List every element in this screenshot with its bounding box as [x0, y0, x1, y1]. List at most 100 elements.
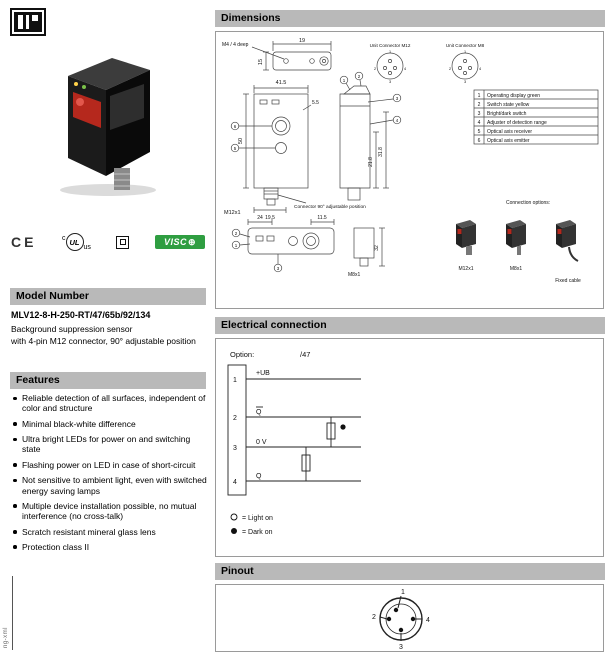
pinout-label-2: 2 [372, 614, 376, 621]
pin-dot-4 [410, 616, 416, 622]
connection-option-icons [456, 220, 579, 262]
legend-num-2: 2 [478, 102, 481, 108]
legend-text-5: Optical axis receiver [487, 129, 532, 135]
m12-pin-2: 2 [374, 67, 376, 71]
ul-circle-icon: UL [65, 233, 84, 251]
option-m12x1-label: M12x1 [458, 266, 473, 272]
ul-c-label: c [62, 235, 66, 242]
circuit-label-q: Q [256, 473, 262, 480]
connector-note: Connector 90° adjustable position [294, 204, 366, 210]
legend-num-3: 3 [478, 111, 481, 117]
dim-41-5: 41.5 [276, 80, 287, 86]
document-side-text: ng-xml [3, 626, 9, 648]
pin-dot-1 [393, 607, 399, 613]
protection-class-ii-icon [116, 235, 130, 249]
dim-19: 19 [299, 38, 305, 44]
feature-item: Protection class II [11, 542, 209, 552]
circuit-label-q-bar: Q [256, 409, 262, 416]
dim-5-5: 5.5 [312, 100, 319, 106]
model-number-header: Model Number [10, 288, 206, 305]
legend-num-6: 6 [478, 138, 481, 144]
electrical-header: Electrical connection [215, 317, 605, 334]
certification-row: CE c UL us VISC ⊕ [11, 230, 205, 254]
circuit-pin-1: 1 [233, 377, 237, 384]
pinout-header: Pinout [215, 563, 605, 580]
feature-item: Flashing power on LED in case of short-c… [11, 460, 209, 470]
legend-text-6: Optical axis emitter [487, 138, 530, 144]
legend-text-2: Switch state yellow [487, 102, 530, 108]
led-yellow [74, 82, 78, 86]
pinout-label-4: 4 [426, 617, 430, 624]
m12-pin-3: 3 [389, 80, 391, 84]
connector-thread [114, 168, 130, 190]
legend-text-4: Adjuster of detection range [487, 120, 547, 126]
feature-item: Ultra bright LEDs for power on and switc… [11, 434, 209, 455]
label-m12x1: M12x1 [224, 210, 241, 216]
page-spine-mark [12, 576, 13, 650]
connection-options-title: Connection options: [506, 200, 550, 206]
option-m8x1-label: M8x1 [510, 266, 522, 272]
model-subtitle: Background suppression sensor [11, 324, 133, 334]
circuit-label-ub: +UB [256, 370, 270, 377]
pinout-label-3: 3 [399, 644, 403, 651]
led-indicator-dot [340, 424, 346, 430]
dimensions-header: Dimensions [215, 10, 605, 27]
dim-11-5: 11.5 [317, 215, 327, 221]
led-green [82, 85, 86, 89]
dim-31-8: 31.8 [378, 147, 384, 157]
ul-us-label: us [83, 244, 91, 251]
unit-connector-m8-label: Unit Connector M8 [446, 43, 485, 48]
dark-on-icon [231, 528, 237, 534]
circuit-pin-4: 4 [233, 479, 237, 486]
m8-pin-1: 1 [464, 50, 466, 54]
label-m8x1: M8x1 [348, 272, 360, 278]
dim-50: 50 [238, 138, 244, 144]
m12-pin-1: 1 [389, 50, 391, 54]
dark-on-text: = Dark on [242, 529, 273, 536]
dimension-linework [230, 41, 599, 273]
circuit-label-0v: 0 V [256, 439, 267, 446]
electrical-box: Option: /47 1 2 3 4 +UB Q 0 V Q [215, 338, 604, 557]
visco-circle-plus-icon: ⊕ [187, 236, 197, 247]
legend-num-4: 4 [478, 120, 481, 126]
pinout-label-1: 1 [401, 589, 405, 596]
legend-num-1: 1 [478, 93, 481, 99]
company-logo [10, 8, 46, 36]
option-fixed-cable-label: Fixed cable [555, 278, 581, 284]
m8-pin-4: 4 [479, 67, 481, 71]
pin-dot-2 [386, 616, 392, 622]
callout-2: 2 [358, 74, 361, 79]
feature-item: Minimal black-white difference [11, 419, 209, 429]
dim-19-5: 19.5 [265, 215, 275, 221]
dim-24: 24 [257, 215, 263, 221]
m8-pin-2: 2 [449, 67, 451, 71]
dimensions-box: M4 / 4 deep 19 15 41.5 50 5.5 19.5 M12x1… [215, 31, 604, 309]
callout-bottom-2: 2 [235, 231, 238, 236]
ul-mark: c UL us [62, 233, 91, 251]
light-on-icon [230, 513, 238, 521]
circuit-pin-2: 2 [233, 415, 237, 422]
electrical-diagram: Option: /47 1 2 3 4 +UB Q 0 V Q [227, 350, 361, 536]
pinout-linework [379, 595, 423, 641]
feature-item: Scratch resistant mineral glass lens [11, 527, 209, 537]
m8-pin-3: 3 [464, 80, 466, 84]
callout-bottom-1: 1 [235, 243, 238, 248]
feature-item: Reliable detection of all surfaces, inde… [11, 393, 209, 414]
callout-4: 4 [396, 118, 399, 123]
visco-logo: VISC ⊕ [155, 235, 205, 249]
dim-32: 32 [374, 245, 380, 251]
callout-3: 3 [396, 96, 399, 101]
visco-text: VISC [163, 237, 187, 247]
model-number: MLV12-8-H-250-RT/47/65b/92/134 [11, 310, 151, 320]
dimensions-drawing: M4 / 4 deep 19 15 41.5 50 5.5 19.5 M12x1… [222, 38, 599, 284]
circuit-pin-3: 3 [233, 445, 237, 452]
features-list: Reliable detection of all surfaces, inde… [11, 393, 209, 557]
m12-pin-4: 4 [404, 67, 406, 71]
ul-label: UL [69, 237, 80, 247]
product-photo [60, 58, 156, 196]
light-on-text: = Light on [242, 515, 273, 522]
callout-6: 6 [234, 124, 237, 129]
option-label: Option: [230, 350, 254, 359]
callout-5: 5 [234, 146, 237, 151]
